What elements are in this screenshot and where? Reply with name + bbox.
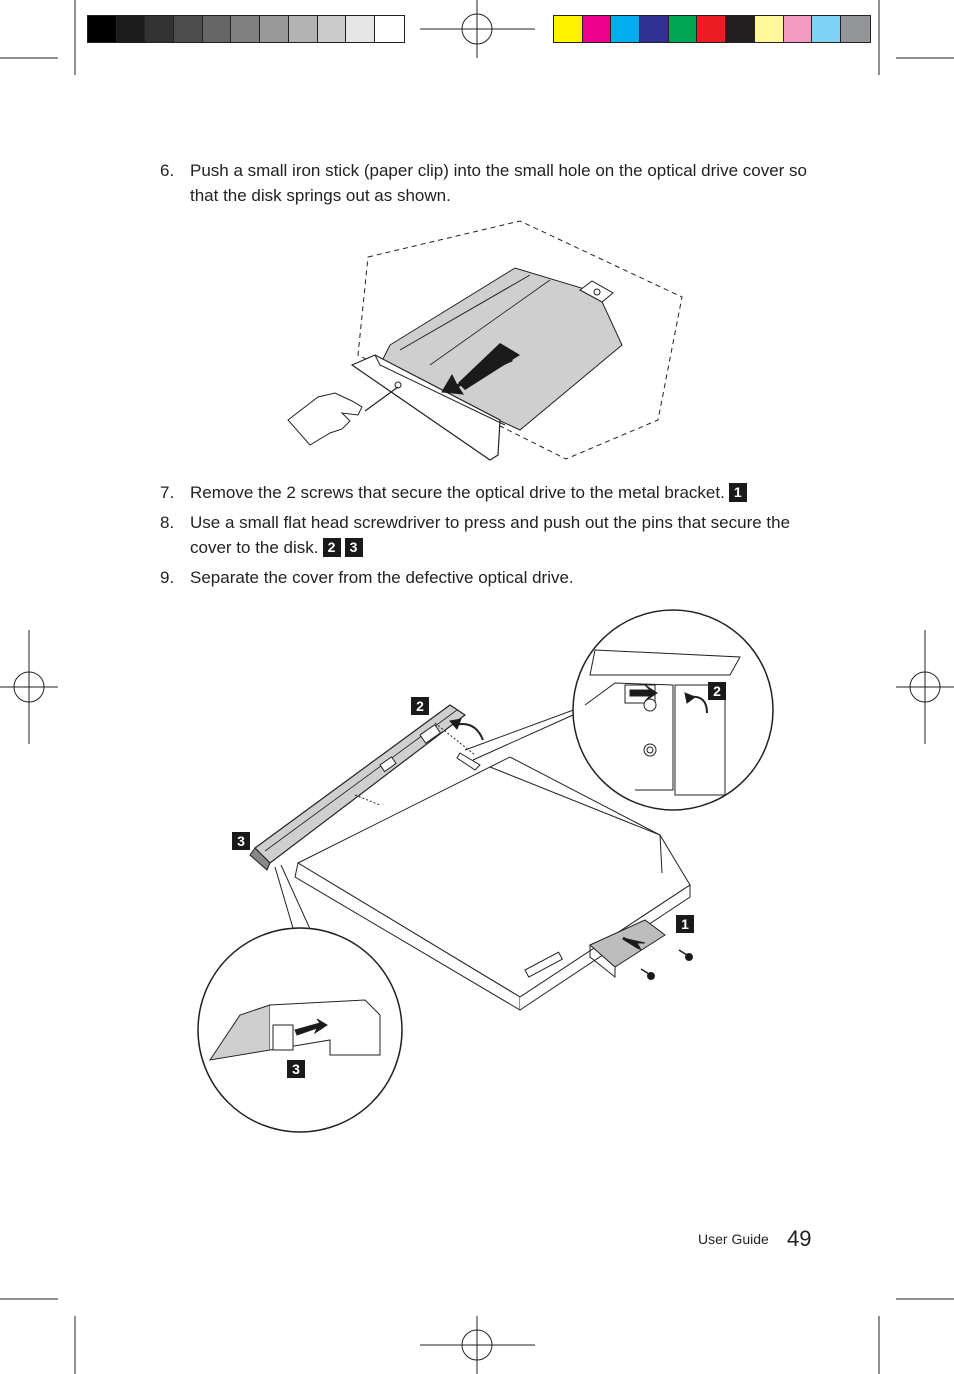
color-swatch: [202, 16, 232, 42]
step-text: Separate the cover from the defective op…: [190, 568, 574, 587]
step-number: 6.: [160, 161, 175, 180]
step-7: 7. Remove the 2 screws that secure the o…: [160, 480, 810, 505]
color-swatch: [783, 16, 813, 42]
step-text: Use a small flat head screwdriver to pre…: [190, 513, 791, 557]
color-swatch: [668, 16, 698, 42]
color-swatch: [288, 16, 318, 42]
color-swatch: [812, 16, 841, 42]
callout-badge: 1: [728, 483, 747, 502]
color-swatch: [374, 16, 404, 42]
step-text: Remove the 2 screws that secure the opti…: [190, 483, 725, 502]
color-swatch: [174, 16, 203, 42]
page-number: 49: [787, 1226, 812, 1251]
step-9: 9. Separate the cover from the defective…: [160, 565, 810, 590]
color-swatch: [640, 16, 669, 42]
step-text: Push a small iron stick (paper clip) int…: [190, 161, 808, 205]
figure-remove-cover: [197, 609, 774, 1133]
step-number: 7.: [160, 483, 175, 502]
color-bar: [553, 15, 871, 43]
color-swatch: [145, 16, 175, 42]
callout-badge: 2: [708, 682, 726, 700]
callout-badge: 3: [287, 1060, 305, 1078]
color-swatch: [317, 16, 347, 42]
grayscale-bar: [87, 15, 405, 43]
color-swatch: [88, 16, 117, 42]
footer-label: User Guide: [698, 1231, 769, 1247]
color-swatch: [116, 16, 146, 42]
color-swatch: [697, 16, 727, 42]
color-swatch: [726, 16, 755, 42]
color-swatch: [840, 16, 870, 42]
step-number: 8.: [160, 513, 175, 532]
color-swatch: [554, 16, 583, 42]
callout-badge: 2: [411, 697, 429, 715]
callout-badge: 3: [344, 538, 363, 557]
color-swatch: [582, 16, 612, 42]
color-swatch: [754, 16, 784, 42]
step-number: 9.: [160, 568, 175, 587]
step-6: 6. Push a small iron stick (paper clip) …: [160, 158, 810, 208]
color-swatch: [346, 16, 375, 42]
color-swatch: [260, 16, 289, 42]
callout-badge: 2: [322, 538, 341, 557]
callout-badge: 3: [232, 832, 250, 850]
figure-eject-disk: [287, 220, 683, 461]
color-swatch: [611, 16, 641, 42]
color-swatch: [231, 16, 261, 42]
step-8: 8. Use a small flat head screwdriver to …: [160, 510, 810, 560]
callout-badge: 1: [676, 915, 694, 933]
